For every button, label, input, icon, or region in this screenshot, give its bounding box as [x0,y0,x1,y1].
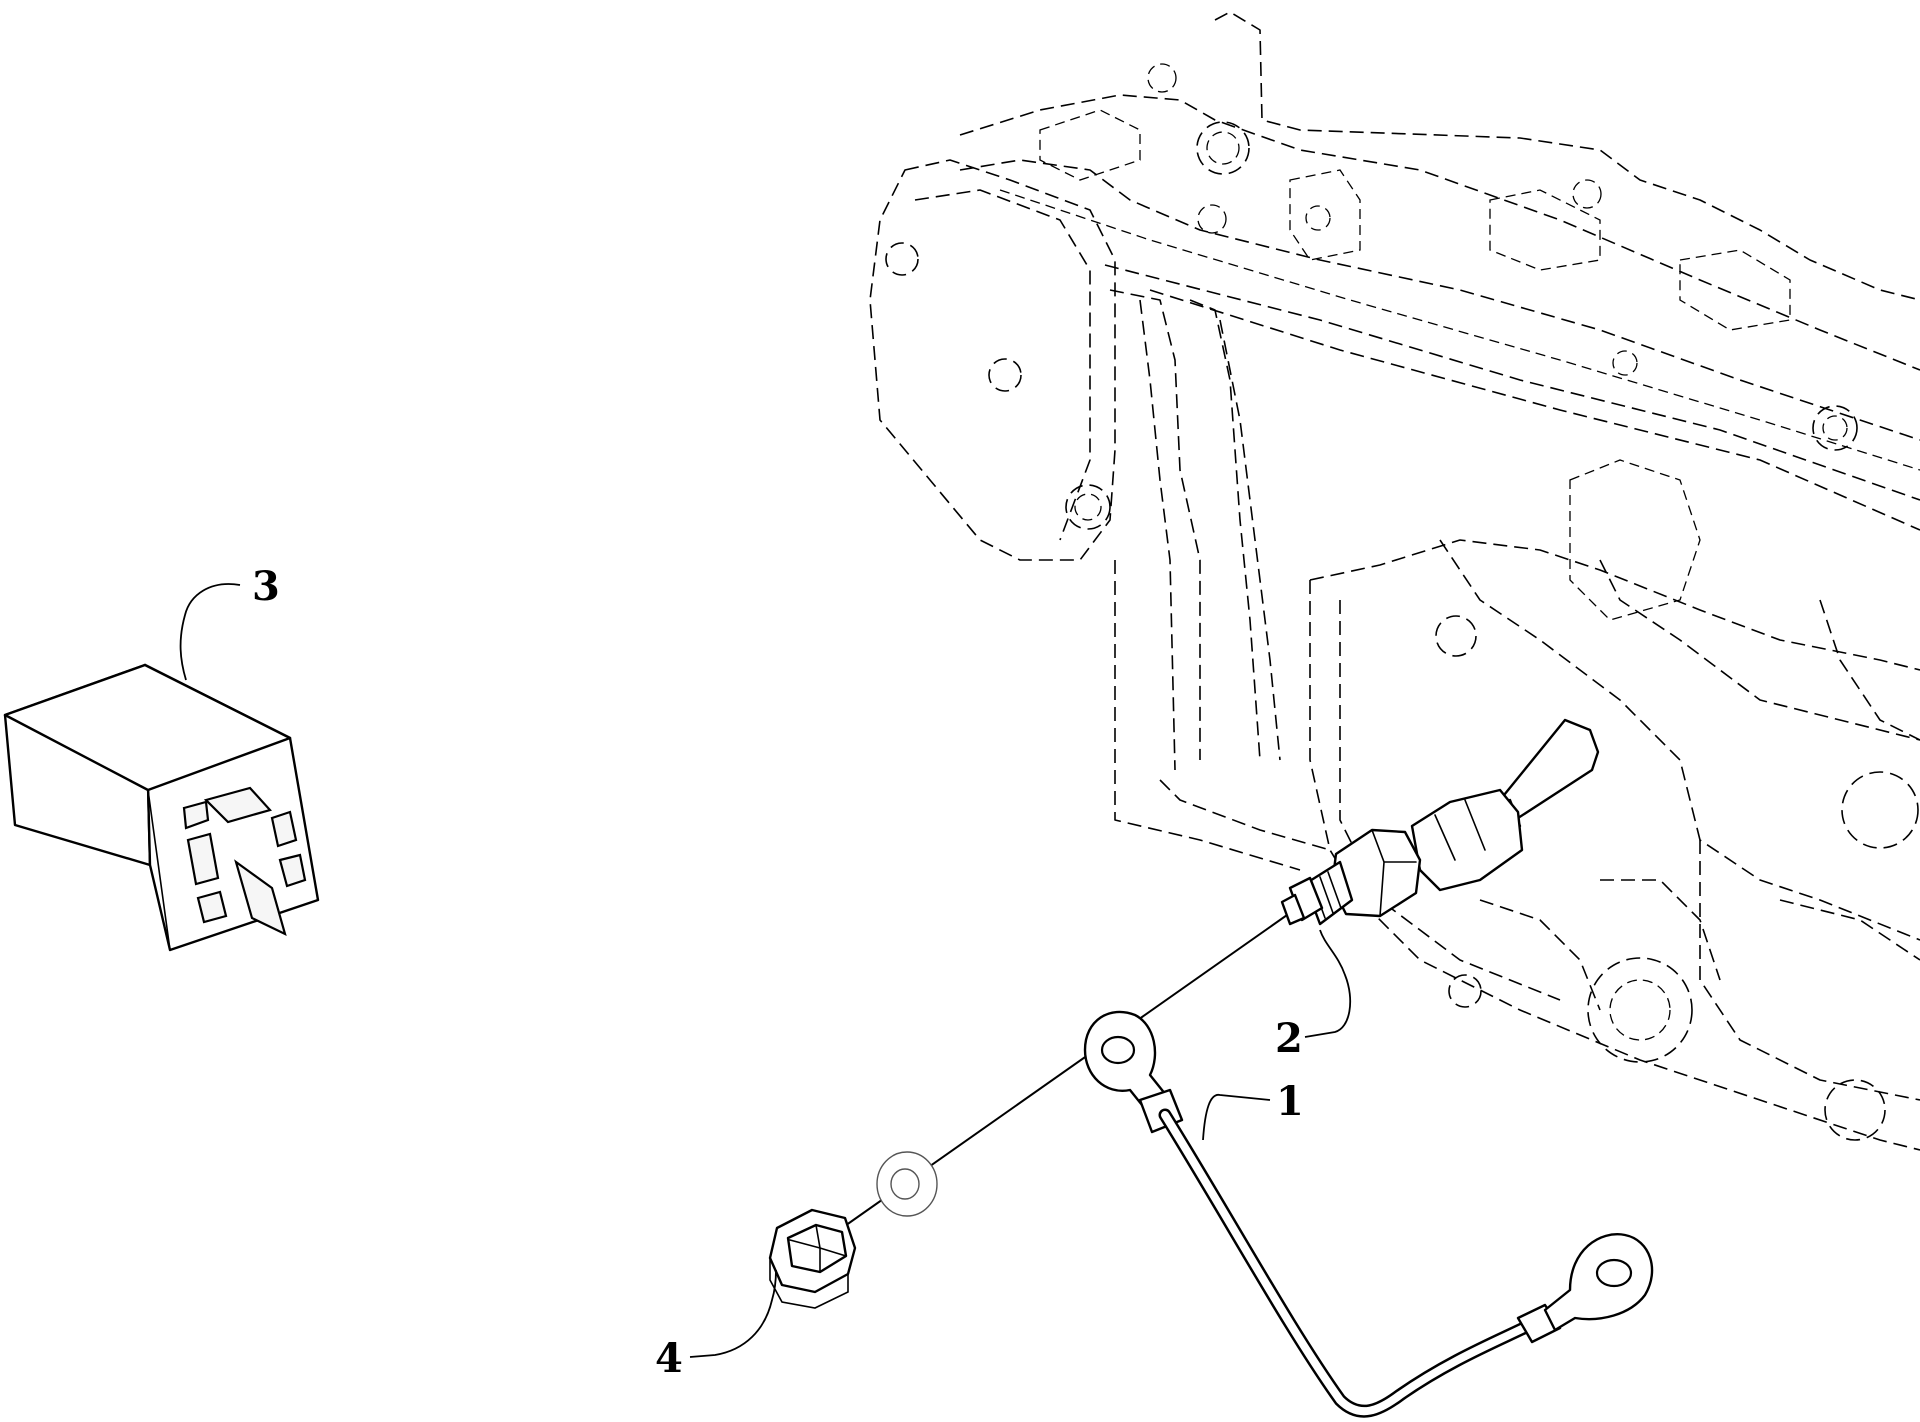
leader-line-1 [1202,1094,1271,1141]
flange-nut [768,1208,857,1309]
callout-part-4: 4 [655,1335,683,1382]
washer [876,1151,938,1217]
glow-plug [1280,718,1600,926]
leader-line-2 [1304,929,1352,1038]
leader-line-3 [179,583,241,681]
callout-part-1: 1 [1276,1078,1304,1125]
leader-line-4 [689,1269,777,1358]
engine-block-phantom [869,11,1920,1151]
callout-part-3: 3 [252,563,280,610]
callout-part-2: 2 [1275,1015,1303,1062]
ground-wire-assembly [1083,1010,1654,1418]
relay [3,663,320,952]
